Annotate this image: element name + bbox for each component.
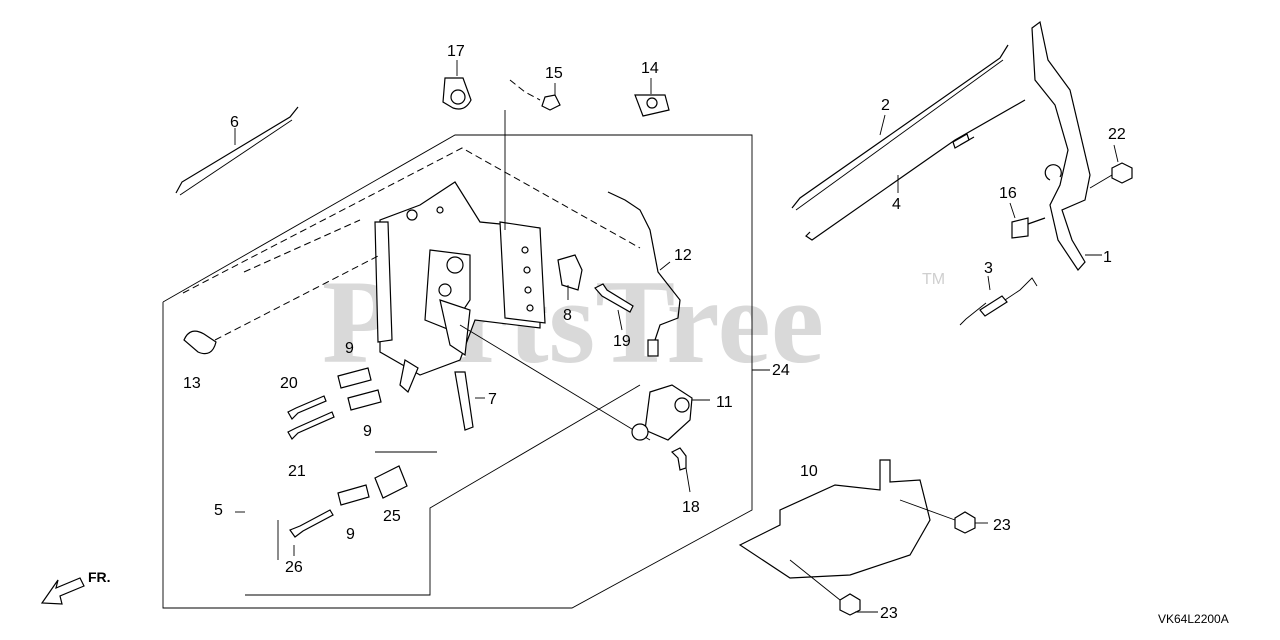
front-direction-arrow: FR. <box>40 569 111 605</box>
callout-11: 11 <box>716 394 733 411</box>
spring-9a <box>337 367 372 389</box>
callout-22: 22 <box>1108 126 1126 143</box>
lever-1 <box>1031 20 1091 271</box>
callout-13: 13 <box>183 375 201 392</box>
callout-15: 15 <box>545 65 563 82</box>
subframe-lines <box>235 384 641 596</box>
callout-1: 1 <box>1103 249 1112 266</box>
callout-5: 5 <box>214 502 223 519</box>
cover-10 <box>738 459 931 579</box>
part-8 <box>557 254 583 291</box>
spring-7 <box>454 371 474 431</box>
screw-20a <box>287 395 327 420</box>
callout-6: 6 <box>230 114 239 131</box>
nut-22 <box>1111 162 1133 184</box>
screw-26 <box>289 509 334 538</box>
callout-23: 23 <box>880 605 898 622</box>
assembly-boundary <box>162 134 770 609</box>
callout-26: 26 <box>285 559 303 576</box>
callout-12: 12 <box>674 247 692 264</box>
callout-19: 19 <box>613 333 631 350</box>
control-plate <box>374 79 651 441</box>
callout-3: 3 <box>984 260 993 277</box>
callout-18: 18 <box>682 499 700 516</box>
rod-4 <box>805 99 1026 241</box>
collar-25 <box>374 465 408 499</box>
callout-21: 21 <box>288 463 306 480</box>
direction-label: FR. <box>88 569 111 585</box>
screw-18 <box>670 447 687 471</box>
callout-10: 10 <box>800 463 818 480</box>
rod-2 <box>791 44 1009 209</box>
spring-9c <box>337 484 370 506</box>
callout-8: 8 <box>563 307 572 324</box>
callout-9: 9 <box>363 423 372 440</box>
diagram-code: VK64L2200A <box>1158 612 1229 626</box>
bolt-23b <box>839 593 861 616</box>
callout-23: 23 <box>993 517 1011 534</box>
callout-9: 9 <box>345 340 354 357</box>
rod-6 <box>175 106 299 194</box>
callout-7: 7 <box>488 391 497 408</box>
callout-25: 25 <box>383 508 401 525</box>
callout-14: 14 <box>641 60 659 77</box>
leader-lines <box>234 60 1119 613</box>
callout-4: 4 <box>892 196 901 213</box>
callout-16: 16 <box>999 185 1017 202</box>
callout-9: 9 <box>346 526 355 543</box>
bolt-15 <box>541 94 561 111</box>
bolt-16 <box>1011 217 1029 239</box>
spring-3 <box>959 277 1038 326</box>
switch-11 <box>644 384 693 441</box>
spring-9b <box>347 389 382 411</box>
screw-20b <box>287 411 335 440</box>
callout-24: 24 <box>772 362 790 379</box>
bolt-19 <box>594 283 634 313</box>
callout-20: 20 <box>280 375 298 392</box>
watermark-trademark: TM <box>922 271 945 288</box>
callout-2: 2 <box>881 97 890 114</box>
clip-13 <box>183 330 217 355</box>
bolt-23a <box>954 511 976 534</box>
wire-12 <box>607 191 681 341</box>
callout-17: 17 <box>447 43 465 60</box>
